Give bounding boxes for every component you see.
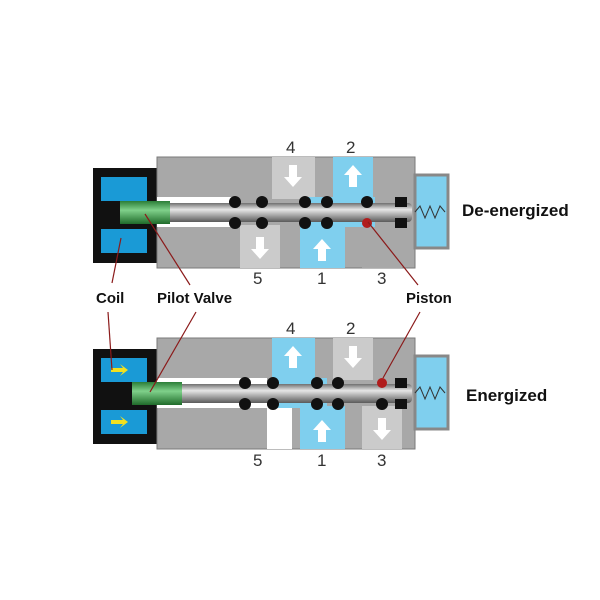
arrow-up-icon xyxy=(313,420,331,442)
pilot-valve xyxy=(120,201,170,224)
port-label-1: 1 xyxy=(317,269,326,288)
port-label-3: 3 xyxy=(377,269,386,288)
energized-arrow-icon xyxy=(111,416,128,428)
arrow-up-icon xyxy=(344,165,362,187)
o-rings xyxy=(239,377,407,410)
label-pilot-valve: Pilot Valve xyxy=(157,290,232,307)
valve-de-energized xyxy=(93,156,450,269)
arrow-down-icon xyxy=(373,418,391,440)
port-3-channel xyxy=(362,225,402,268)
o-rings xyxy=(229,196,407,229)
arrow-up-icon xyxy=(313,239,331,261)
valve-energized xyxy=(93,337,450,450)
label-piston: Piston xyxy=(406,290,452,307)
piston-rod xyxy=(120,203,412,222)
piston-rod xyxy=(132,384,412,403)
pilot-valve xyxy=(132,382,182,405)
port-label-2: 2 xyxy=(346,319,355,338)
port-label-5: 5 xyxy=(253,269,262,288)
coil-winding xyxy=(101,177,147,201)
spring xyxy=(414,204,446,220)
port-label-2: 2 xyxy=(346,138,355,157)
arrow-down-icon xyxy=(251,237,269,259)
state-label-de-energized: De-energized xyxy=(462,201,569,220)
spring xyxy=(414,385,446,401)
port-5-channel xyxy=(267,406,292,449)
arrow-down-icon xyxy=(344,346,362,368)
coil-winding xyxy=(101,229,147,253)
port-label-4: 4 xyxy=(286,319,295,338)
port-label-5: 5 xyxy=(253,451,262,470)
arrow-up-icon xyxy=(284,346,302,368)
port-label-1: 1 xyxy=(317,451,326,470)
label-coil: Coil xyxy=(96,290,124,307)
arrow-down-icon xyxy=(284,165,302,187)
energized-arrow-icon xyxy=(111,364,128,376)
state-label-energized: Energized xyxy=(466,386,547,405)
pointer-lines xyxy=(107,213,421,393)
port-label-3: 3 xyxy=(377,451,386,470)
port-label-4: 4 xyxy=(286,138,295,157)
end-cap xyxy=(413,173,450,250)
end-cap xyxy=(413,354,450,431)
